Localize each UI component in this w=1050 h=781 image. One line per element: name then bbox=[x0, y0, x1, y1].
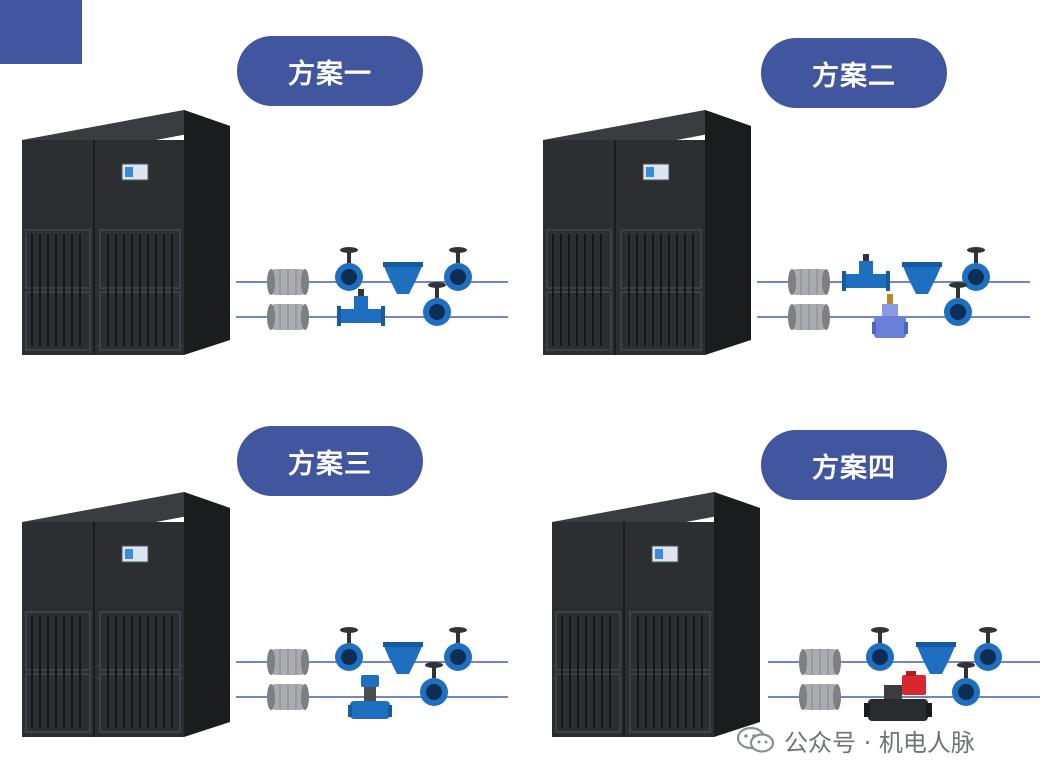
watermark-text: 公众号 · 机电人脉 bbox=[784, 728, 975, 757]
scheme-title-4: 方案四 bbox=[761, 430, 947, 500]
balancing-valve-icon bbox=[337, 289, 385, 326]
flex-joint-icon bbox=[267, 649, 309, 675]
butterfly-valve-icon bbox=[335, 627, 363, 671]
scheme-title-3: 方案三 bbox=[237, 426, 423, 496]
butterfly-valve-icon bbox=[974, 627, 1002, 671]
watermark: 公众号 · 机电人脉 bbox=[736, 722, 975, 758]
butterfly-valve-icon bbox=[962, 247, 990, 291]
butterfly-valve-icon bbox=[444, 627, 472, 671]
butterfly-valve-icon bbox=[423, 282, 451, 326]
flex-joint-icon bbox=[267, 684, 309, 710]
flex-joint-icon bbox=[267, 304, 309, 330]
butterfly-valve-icon bbox=[335, 247, 363, 291]
precision-ac-unit-3 bbox=[22, 492, 230, 737]
wechat-icon bbox=[736, 726, 775, 753]
flex-joint-icon bbox=[799, 649, 841, 675]
butterfly-valve-icon bbox=[952, 662, 980, 706]
precision-ac-unit-1 bbox=[22, 110, 230, 355]
y-strainer-icon bbox=[383, 642, 423, 674]
precision-ac-unit-2 bbox=[543, 110, 751, 355]
flex-joint-icon bbox=[788, 304, 830, 330]
y-strainer-icon bbox=[916, 642, 956, 674]
balancing-valve-icon bbox=[842, 254, 890, 291]
y-strainer-icon bbox=[902, 262, 942, 294]
scheme-title-2: 方案二 bbox=[761, 38, 947, 108]
flex-joint-icon bbox=[799, 684, 841, 710]
motorized-regulating-valve-icon bbox=[348, 675, 392, 719]
butterfly-valve-icon bbox=[866, 627, 894, 671]
butterfly-valve-icon bbox=[420, 662, 448, 706]
corner-accent-block bbox=[0, 0, 82, 64]
butterfly-valve-icon bbox=[944, 282, 972, 326]
electric-actuator-valve-icon bbox=[864, 671, 932, 721]
y-strainer-icon bbox=[383, 262, 423, 294]
butterfly-valve-icon bbox=[444, 247, 472, 291]
pressure-control-valve-icon bbox=[872, 294, 908, 338]
flex-joint-icon bbox=[267, 269, 309, 295]
scheme-title-1: 方案一 bbox=[237, 36, 423, 106]
precision-ac-unit-4 bbox=[552, 492, 760, 737]
flex-joint-icon bbox=[788, 269, 830, 295]
